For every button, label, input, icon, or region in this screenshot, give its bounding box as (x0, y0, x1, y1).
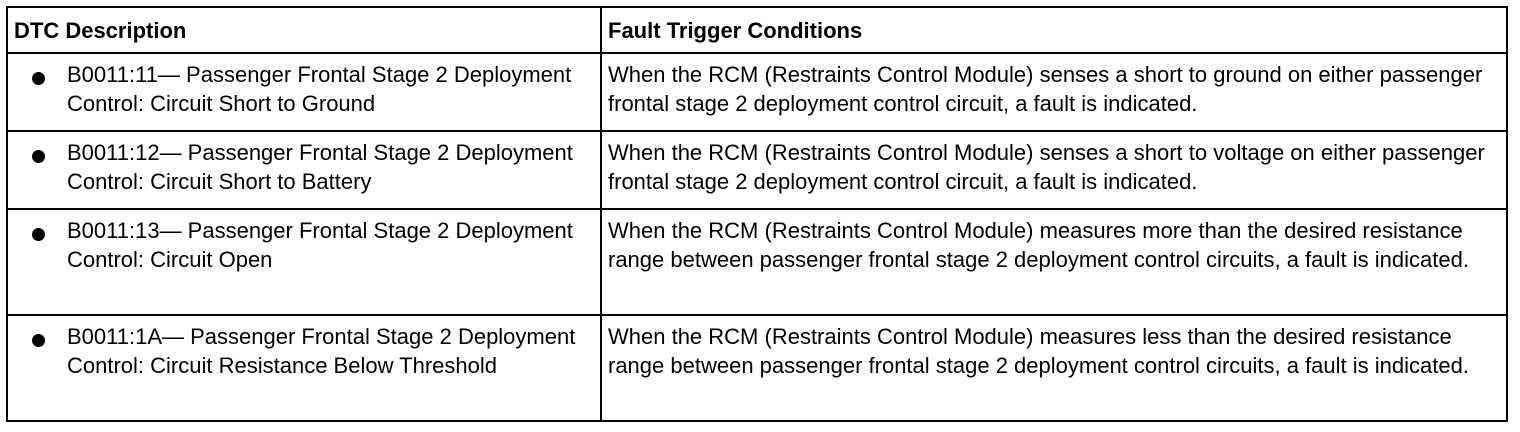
table-row: B0011:12— Passenger Frontal Stage 2 Depl… (6, 130, 1508, 210)
dtc-description-text: B0011:11— Passenger Frontal Stage 2 Depl… (67, 62, 572, 116)
bullet-icon (32, 150, 45, 163)
dtc-description-cell: B0011:1A— Passenger Frontal Stage 2 Depl… (6, 314, 602, 422)
bullet-icon (32, 228, 45, 241)
dtc-description-cell: B0011:11— Passenger Frontal Stage 2 Depl… (6, 52, 602, 132)
dtc-description-cell: B0011:13— Passenger Frontal Stage 2 Depl… (6, 208, 602, 316)
dtc-description-cell: B0011:12— Passenger Frontal Stage 2 Depl… (6, 130, 602, 210)
fault-trigger-cell: When the RCM (Restraints Control Module)… (600, 314, 1508, 422)
dtc-description-text: B0011:12— Passenger Frontal Stage 2 Depl… (67, 140, 573, 194)
dtc-description-text: B0011:13— Passenger Frontal Stage 2 Depl… (67, 218, 573, 272)
bullet-icon (32, 334, 45, 347)
dtc-description-text: B0011:1A— Passenger Frontal Stage 2 Depl… (67, 324, 576, 378)
header-dtc-description: DTC Description (6, 6, 602, 54)
header-fault-trigger-conditions: Fault Trigger Conditions (600, 6, 1508, 54)
table-row: B0011:13— Passenger Frontal Stage 2 Depl… (6, 208, 1508, 316)
fault-trigger-cell: When the RCM (Restraints Control Module)… (600, 208, 1508, 316)
table-row: B0011:11— Passenger Frontal Stage 2 Depl… (6, 52, 1508, 132)
dtc-table: DTC Description Fault Trigger Conditions… (6, 6, 1508, 422)
bullet-icon (32, 72, 45, 85)
table-header-row: DTC Description Fault Trigger Conditions (6, 6, 1508, 54)
fault-trigger-cell: When the RCM (Restraints Control Module)… (600, 130, 1508, 210)
table-row: B0011:1A— Passenger Frontal Stage 2 Depl… (6, 314, 1508, 422)
fault-trigger-cell: When the RCM (Restraints Control Module)… (600, 52, 1508, 132)
